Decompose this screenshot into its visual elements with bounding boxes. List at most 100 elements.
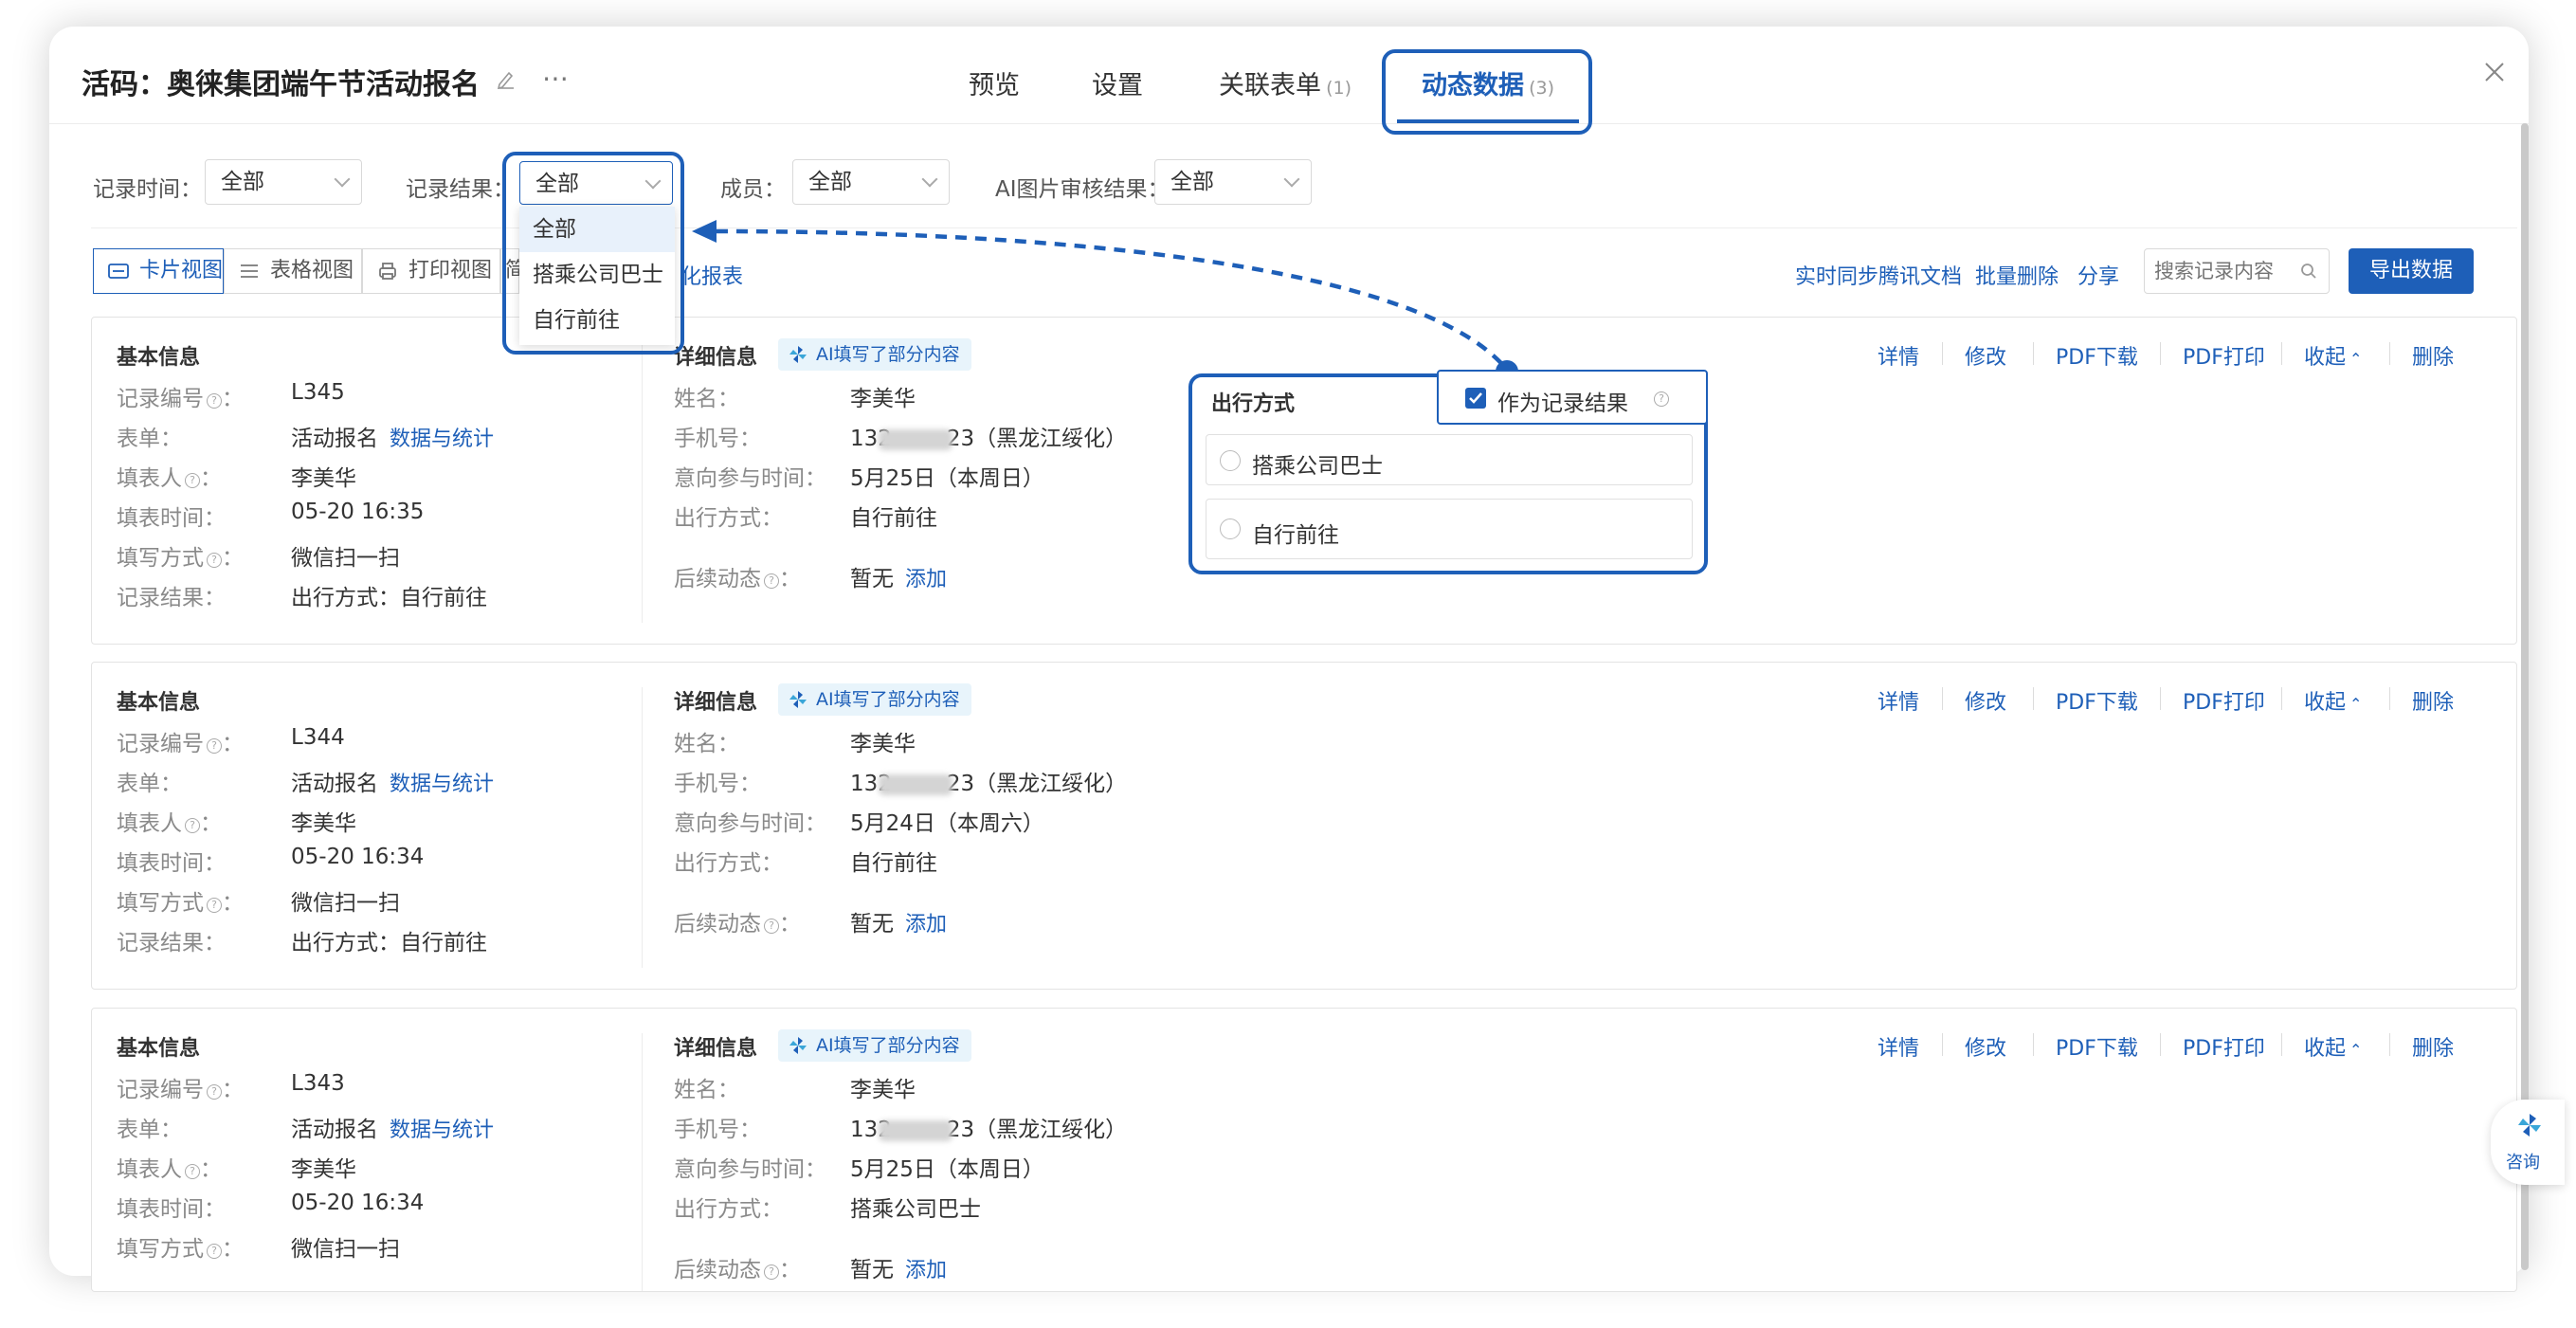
add-followup-link[interactable]: 添加 xyxy=(905,568,948,591)
sync-tencent-doc-link[interactable]: 实时同步腾讯文档 xyxy=(1795,265,1963,289)
pdf-download-link-label: PDF下载 xyxy=(2056,346,2138,370)
collapse-link-label: 收起 xyxy=(2304,1037,2347,1061)
followup-label-text: 后续动态 xyxy=(674,912,761,937)
edit-icon[interactable] xyxy=(497,68,516,90)
pdf-download-link[interactable]: PDF下载 xyxy=(2056,1031,2138,1062)
filter-record-time-select[interactable]: 全部 xyxy=(205,159,362,205)
phone-label: 手机号： xyxy=(674,427,761,451)
record-no-value: L344 xyxy=(291,725,345,750)
filter-record-time-value: 全部 xyxy=(221,170,264,194)
edit-link[interactable]: 修改 xyxy=(1965,340,2006,371)
record-no-label-text: 记录编号 xyxy=(117,732,204,756)
tab-preview[interactable]: 预览 xyxy=(969,71,1020,100)
edit-link[interactable]: 修改 xyxy=(1965,685,2006,716)
filter-record-result-label: 记录结果： xyxy=(406,177,515,202)
ai-filled-badge: AI填写了部分内容 xyxy=(778,1029,971,1062)
tab-linked-forms[interactable]: 关联表单 (1) xyxy=(1219,64,1351,101)
action-separator xyxy=(2160,342,2161,365)
checkbox-checked-icon[interactable] xyxy=(1465,388,1486,409)
ai-badge-label: AI填写了部分内容 xyxy=(816,689,960,710)
form-label: 表单： xyxy=(117,772,182,796)
as-record-result-option[interactable]: 作为记录结果 ? xyxy=(1437,370,1708,425)
delete-link[interactable]: 删除 xyxy=(2412,1031,2454,1062)
action-separator xyxy=(1942,342,1943,365)
radio-icon[interactable] xyxy=(1220,518,1241,539)
export-data-button[interactable]: 导出数据 xyxy=(2349,248,2474,294)
dropdown-option-bus[interactable]: 搭乘公司巴士 xyxy=(533,263,663,287)
record-no-label: 记录编号?： xyxy=(117,732,244,756)
collapse-link[interactable]: 收起⌃ xyxy=(2304,340,2362,371)
detail-link[interactable]: 详情 xyxy=(1878,1031,1919,1062)
search-icon[interactable] xyxy=(2300,263,2317,280)
popover-option-self[interactable]: 自行前往 xyxy=(1206,499,1693,559)
help-icon[interactable]: ? xyxy=(185,1164,200,1179)
help-icon[interactable]: ? xyxy=(207,1084,222,1100)
help-icon[interactable]: ? xyxy=(207,898,222,913)
filter-record-result-select[interactable]: 全部 xyxy=(519,161,673,205)
printer-icon xyxy=(379,263,396,280)
search-box[interactable] xyxy=(2144,248,2330,294)
view-tab-table[interactable]: 表格视图 xyxy=(224,248,362,294)
help-icon[interactable]: ? xyxy=(207,393,222,409)
pdf-download-link[interactable]: PDF下载 xyxy=(2056,685,2138,716)
filler-value: 李美华 xyxy=(291,466,356,491)
dropdown-option-self[interactable]: 自行前往 xyxy=(533,308,620,333)
consult-button[interactable]: 咨询 xyxy=(2491,1100,2565,1185)
as-record-result-label: 作为记录结果 xyxy=(1497,391,1628,416)
close-icon[interactable] xyxy=(2483,61,2506,83)
dropdown-highlight-frame xyxy=(502,152,684,355)
pdf-download-link-label: PDF下载 xyxy=(2056,1037,2138,1061)
pdf-download-link[interactable]: PDF下载 xyxy=(2056,340,2138,371)
filter-record-time-label: 记录时间： xyxy=(93,177,202,202)
pdf-print-link[interactable]: PDF打印 xyxy=(2183,685,2265,716)
batch-delete-link[interactable]: 批量删除 xyxy=(1975,265,2059,289)
intent-time-label: 意向参与时间： xyxy=(674,466,826,491)
help-icon[interactable]: ? xyxy=(185,818,200,833)
basic-info-heading: 基本信息 xyxy=(117,691,201,715)
collapse-link[interactable]: 收起⌃ xyxy=(2304,685,2362,716)
tab-dynamic-data[interactable]: 动态数据 (3) xyxy=(1422,64,1554,101)
help-icon[interactable]: ? xyxy=(207,738,222,754)
fill-time-label: 填表时间： xyxy=(117,851,226,876)
stats-link[interactable]: 数据与统计 xyxy=(390,428,495,451)
help-icon[interactable]: ? xyxy=(207,553,222,568)
form-label: 表单： xyxy=(117,427,182,451)
add-followup-link[interactable]: 添加 xyxy=(905,913,948,937)
delete-link[interactable]: 删除 xyxy=(2412,340,2454,371)
more-icon[interactable]: ⋯ xyxy=(542,63,569,94)
pdf-print-link[interactable]: PDF打印 xyxy=(2183,340,2265,371)
chevron-down-icon xyxy=(334,171,351,188)
edit-link-label: 修改 xyxy=(1965,1037,2007,1061)
help-icon[interactable]: ? xyxy=(1654,391,1669,407)
pdf-download-link-label: PDF下载 xyxy=(2056,691,2138,715)
view-tab-print[interactable]: 打印视图 xyxy=(362,248,500,294)
dropdown-option-all[interactable]: 全部 xyxy=(519,207,675,252)
filter-ai-select[interactable]: 全部 xyxy=(1154,159,1312,205)
view-tab-card[interactable]: 卡片视图 xyxy=(93,248,224,294)
radio-icon[interactable] xyxy=(1220,450,1241,471)
pdf-print-link[interactable]: PDF打印 xyxy=(2183,1031,2265,1062)
help-icon[interactable]: ? xyxy=(207,1244,222,1259)
search-input[interactable] xyxy=(2154,257,2296,285)
popover-option-bus[interactable]: 搭乘公司巴士 xyxy=(1206,434,1693,485)
help-icon[interactable]: ? xyxy=(764,573,779,589)
help-icon[interactable]: ? xyxy=(764,1264,779,1280)
share-link[interactable]: 分享 xyxy=(2077,265,2120,289)
stats-link[interactable]: 数据与统计 xyxy=(390,1119,495,1142)
filler-label-text: 填表人 xyxy=(117,811,182,836)
filter-member-select[interactable]: 全部 xyxy=(792,159,950,205)
help-icon[interactable]: ? xyxy=(185,473,200,488)
collapse-link[interactable]: 收起⌃ xyxy=(2304,1031,2362,1062)
stats-link[interactable]: 数据与统计 xyxy=(390,773,495,796)
intent-time-value: 5月25日（本周日） xyxy=(850,466,1044,491)
detail-link[interactable]: 详情 xyxy=(1878,340,1919,371)
add-followup-link[interactable]: 添加 xyxy=(905,1259,948,1283)
detail-link[interactable]: 详情 xyxy=(1878,685,1919,716)
delete-link[interactable]: 删除 xyxy=(2412,685,2454,716)
intent-time-value: 5月24日（本周六） xyxy=(850,811,1044,836)
tab-settings[interactable]: 设置 xyxy=(1092,71,1143,100)
report-link[interactable]: 化报表 xyxy=(680,265,744,289)
edit-link[interactable]: 修改 xyxy=(1965,1031,2006,1062)
scrollbar[interactable] xyxy=(2521,123,2529,1270)
help-icon[interactable]: ? xyxy=(764,919,779,934)
